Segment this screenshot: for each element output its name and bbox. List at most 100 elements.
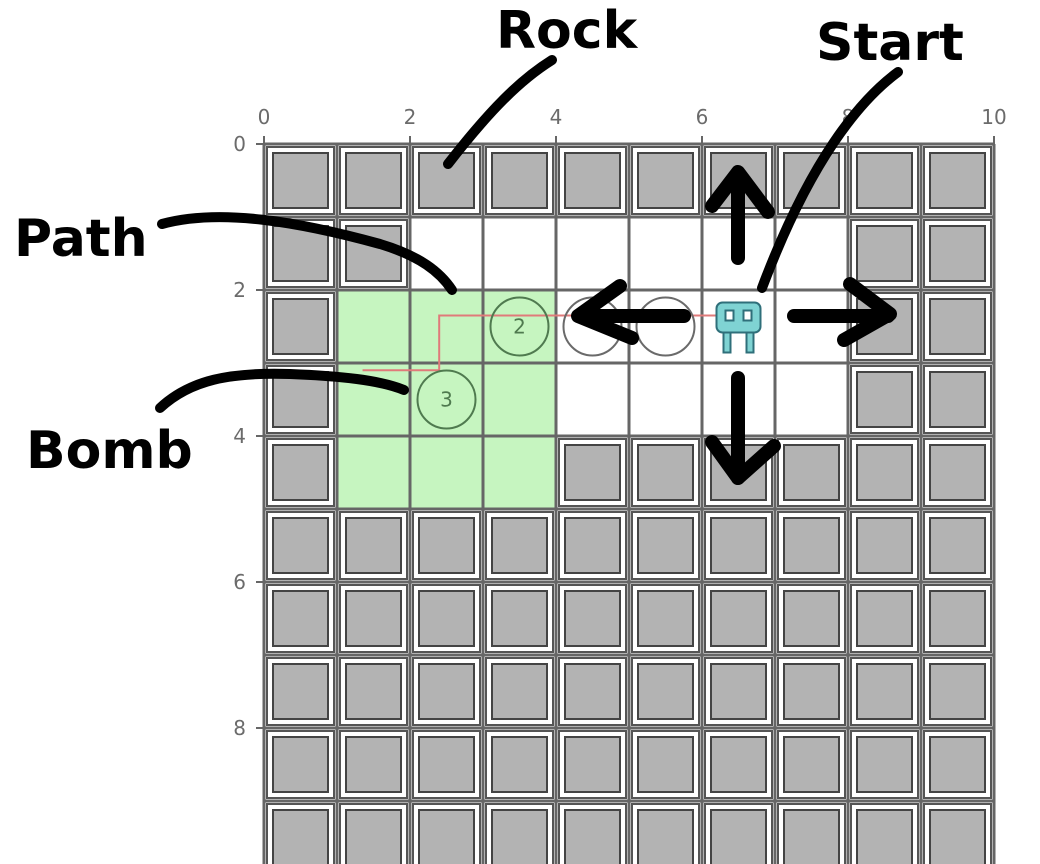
rock-cell (850, 365, 919, 434)
rock-cell (485, 730, 554, 799)
rock-icon (637, 152, 694, 209)
rock-icon (418, 590, 475, 647)
rock-icon (929, 809, 986, 864)
rock-cell (923, 219, 992, 288)
rock-icon (418, 809, 475, 864)
callout-pointers (155, 55, 903, 413)
rock-cell (631, 584, 700, 653)
rock-icon (491, 736, 548, 793)
bomb-layer: 23 (416, 296, 696, 430)
highlight-area (337, 290, 556, 509)
rock-icon (856, 444, 913, 501)
rock-icon (710, 736, 767, 793)
robot-eye-right (742, 309, 753, 322)
rock-icon (345, 663, 402, 720)
rock-icon (856, 663, 913, 720)
rock-cell (558, 657, 627, 726)
move-arrows (571, 165, 897, 485)
highlight-rect (337, 290, 556, 509)
rock-icon (637, 736, 694, 793)
arrow-left-icon (571, 279, 691, 345)
rock-cell (850, 657, 919, 726)
rock-cell (558, 438, 627, 507)
rock-cell (850, 730, 919, 799)
rock-icon (345, 517, 402, 574)
x-tick-label: 6 (696, 105, 709, 129)
rock-icon (418, 152, 475, 209)
y-tick-label: 8 (233, 716, 246, 740)
rock-cell (485, 146, 554, 215)
grid-lines (262, 142, 996, 864)
rock-cell (923, 803, 992, 864)
rock-icon (345, 736, 402, 793)
rock-icon (564, 809, 621, 864)
rock-cell (777, 657, 846, 726)
rock-icon (272, 517, 329, 574)
rock-icon (491, 809, 548, 864)
rock-cell (339, 584, 408, 653)
rock-icon (929, 444, 986, 501)
rock-cell (412, 730, 481, 799)
rock-icon (929, 371, 986, 428)
robot-icon (715, 301, 762, 354)
rock-cell (339, 803, 408, 864)
rock-cell (412, 146, 481, 215)
rock-icon (491, 590, 548, 647)
axis-ticks: 02468100246810 (221, 105, 1007, 864)
rock-cell (266, 146, 335, 215)
rock-icon (637, 517, 694, 574)
rock-cell (485, 511, 554, 580)
bomb-icon (489, 296, 550, 357)
rock-icon (929, 663, 986, 720)
rock-icon (272, 444, 329, 501)
rock-cell (266, 438, 335, 507)
rock-cell (923, 438, 992, 507)
rock-cell (923, 292, 992, 361)
rock-cell (485, 803, 554, 864)
rock-cell (850, 584, 919, 653)
rock-icon (856, 517, 913, 574)
rock-icon (929, 590, 986, 647)
rock-icon (491, 517, 548, 574)
rock-icon (856, 225, 913, 282)
rock-icon (272, 298, 329, 355)
rock-icon (929, 736, 986, 793)
rock-icon (783, 517, 840, 574)
rock-icon (272, 590, 329, 647)
rock-icon (564, 590, 621, 647)
rock-cell (923, 511, 992, 580)
rock-cell (412, 584, 481, 653)
robot-eye-left (724, 309, 735, 322)
bomb-count: 3 (440, 388, 453, 412)
rock-cell (923, 365, 992, 434)
rock-cell (558, 584, 627, 653)
rock-cell (266, 803, 335, 864)
rock-icon (710, 590, 767, 647)
rock-cell (266, 730, 335, 799)
rock-cell (631, 657, 700, 726)
bomb-count: 2 (513, 315, 526, 339)
rock-icon (564, 152, 621, 209)
rock-icon (783, 663, 840, 720)
arrow-up-icon (705, 165, 775, 265)
robot-body (715, 301, 762, 334)
rock-cell (266, 511, 335, 580)
rock-cell (339, 511, 408, 580)
rock-icon (710, 809, 767, 864)
y-tick-label: 4 (233, 424, 246, 448)
rock-icon (637, 663, 694, 720)
rock-cell (631, 803, 700, 864)
start-label: Start (816, 13, 964, 73)
robot-leg-right (745, 331, 755, 354)
x-tick-label: 0 (258, 105, 271, 129)
rock-icon (783, 444, 840, 501)
robot-leg-left (722, 331, 732, 354)
rock-cell (704, 803, 773, 864)
rock-cell (266, 584, 335, 653)
arrow-down-icon (705, 371, 781, 485)
rock-cell (923, 584, 992, 653)
rock-icon (856, 809, 913, 864)
bomb (635, 296, 696, 357)
agent (715, 301, 762, 354)
